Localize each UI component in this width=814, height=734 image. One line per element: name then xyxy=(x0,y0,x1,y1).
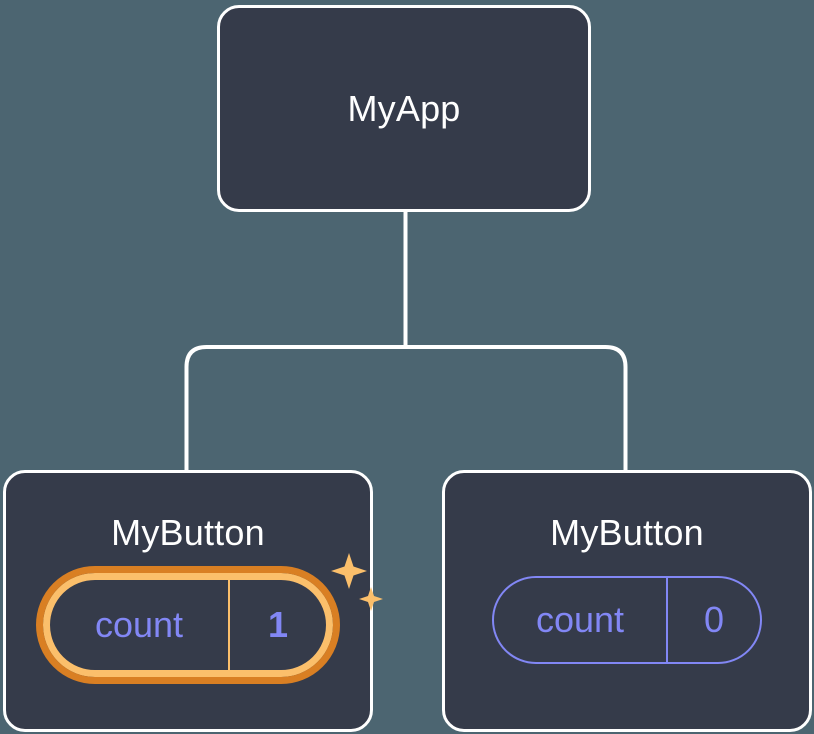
state-key-left: count xyxy=(94,604,184,645)
node-mybutton-left[interactable]: MyButton count 1 xyxy=(3,470,383,732)
state-pill-divider-left xyxy=(228,580,230,670)
state-pill-count-left[interactable]: count 1 xyxy=(36,566,340,684)
connector-branch-right xyxy=(405,345,628,470)
node-mybutton-right[interactable]: MyButton count 0 xyxy=(442,470,812,732)
state-value-right: 0 xyxy=(703,599,725,640)
node-myapp[interactable]: MyApp xyxy=(217,5,591,212)
node-title-mybutton-left: MyButton xyxy=(111,512,265,553)
state-pill-wrapper-left: count 1 xyxy=(36,553,383,684)
sparkle-icon-large xyxy=(331,553,367,589)
node-title-myapp: MyApp xyxy=(347,87,461,129)
state-pill-divider-right xyxy=(666,578,668,662)
state-key-right: count xyxy=(535,599,625,640)
state-pill-count-right[interactable]: count 0 xyxy=(492,576,762,664)
state-pill-wrapper-right: count 0 xyxy=(492,576,762,664)
state-value-left: 1 xyxy=(267,604,289,645)
node-title-mybutton-right: MyButton xyxy=(550,512,704,553)
connector-branch-left xyxy=(184,345,406,470)
